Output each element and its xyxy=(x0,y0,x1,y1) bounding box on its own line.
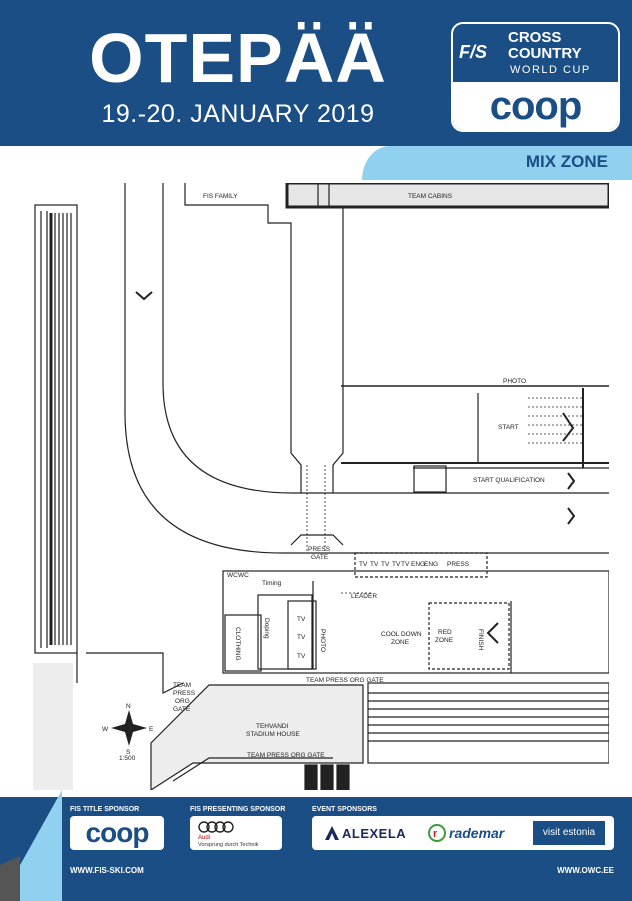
alexela-icon xyxy=(325,826,339,840)
label-stadium-house-2: STADIUM HOUSE xyxy=(246,731,300,738)
label-tv-4: TV xyxy=(392,561,401,568)
label-team-cabins: TEAM CABINS xyxy=(408,193,453,200)
audi-rings-icon xyxy=(198,821,234,833)
event-dates: 19.-20. JANUARY 2019 xyxy=(101,100,375,128)
label-gate-left-3: ORG xyxy=(175,698,190,705)
label-leader: LEADER xyxy=(351,593,377,600)
compass-icon: N S E W xyxy=(102,703,154,756)
label-start: START xyxy=(498,424,519,431)
label-team-press-org-gate-bottom: TEAM PRESS ORG GATE xyxy=(247,752,325,759)
label-clothing: CLOTHING xyxy=(234,627,241,661)
coop-logo: coop xyxy=(489,84,583,128)
venue-title: OTEPÄÄ xyxy=(89,19,387,97)
header-banner: OTEPÄÄ 19.-20. JANUARY 2019 F/S CROSS CO… xyxy=(0,0,632,146)
event-sponsors-label: EVENT SPONSORS xyxy=(312,806,377,813)
alexela-logo: ALEXELA xyxy=(342,826,407,841)
owc-website[interactable]: WWW.OWC.EE xyxy=(557,866,614,875)
logo-line-3: WORLD CUP xyxy=(510,64,591,76)
venue-map-drawing: FIS FAMILY TEAM CABINS PHOTO START START… xyxy=(33,183,609,790)
label-start-qualification: START QUALIFICATION xyxy=(473,477,545,484)
section-tab-label: MIX ZONE xyxy=(525,152,608,171)
label-finish: FINISH xyxy=(477,629,484,651)
label-press-gate-2: GATE xyxy=(311,554,329,561)
rademar-logo: rademar xyxy=(449,825,505,841)
map-scale: 1:500 xyxy=(119,755,136,762)
audi-tagline: Vorsprung durch Technik xyxy=(198,842,259,848)
title-sponsor-label: FIS TITLE SPONSOR xyxy=(70,806,140,813)
title-sponsor-logo-box: coop xyxy=(70,816,164,850)
logo-line-2: COUNTRY xyxy=(508,45,582,62)
compass-north: N xyxy=(126,703,131,710)
label-photo-top: PHOTO xyxy=(503,378,526,385)
label-eng-1: ENG xyxy=(411,561,425,568)
label-press-gate-1: PRESS xyxy=(308,546,331,553)
coop-logo-footer: coop xyxy=(85,817,150,848)
label-photo-side: PHOTO xyxy=(319,629,326,652)
label-tv-8: TV xyxy=(297,653,306,660)
label-timing: Timing xyxy=(262,580,282,587)
fis-logo-mark: F/S xyxy=(459,42,488,62)
logo-line-1: CROSS xyxy=(508,29,562,46)
label-gate-left-4: GATE xyxy=(173,706,191,713)
label-wc-1: WC xyxy=(227,572,238,579)
label-fis-family: FIS FAMILY xyxy=(203,193,238,200)
svg-text:r: r xyxy=(433,828,438,840)
label-tv-5: TV xyxy=(401,561,410,568)
label-wc-2: WC xyxy=(238,572,249,579)
label-tv-7: TV xyxy=(297,634,306,641)
label-red-zone-1: RED xyxy=(438,629,452,636)
audi-brand: Audi xyxy=(198,835,211,841)
fis-website[interactable]: WWW.FIS-SKI.COM xyxy=(70,866,144,875)
compass-east: E xyxy=(149,726,154,733)
presenting-sponsor-logo-box: Audi Vorsprung durch Technik xyxy=(190,816,282,850)
label-cool-down-2: ZONE xyxy=(391,639,410,646)
label-gate-left-1: TEAM xyxy=(173,682,191,689)
visit-estonia-logo: visit estonia xyxy=(533,821,605,845)
section-tab: MIX ZONE xyxy=(362,146,632,180)
cross-country-world-cup-logo: F/S CROSS COUNTRY WORLD CUP coop xyxy=(451,22,620,132)
label-press: PRESS xyxy=(447,561,470,568)
compass-south: S xyxy=(126,749,131,756)
label-gate-left-2: PRESS xyxy=(173,690,196,697)
footer-dark-wedge xyxy=(0,856,20,901)
label-red-zone-2: ZONE xyxy=(435,637,454,644)
grandstand xyxy=(34,204,78,654)
presenting-sponsor-label: FIS PRESENTING SPONSOR xyxy=(190,806,286,813)
label-tv-2: TV xyxy=(370,561,379,568)
label-tv-6: TV xyxy=(297,616,306,623)
compass-west: W xyxy=(102,726,109,733)
event-sponsors-logo-box: ALEXELA r rademar visit estonia xyxy=(312,816,614,850)
label-tv-1: TV xyxy=(359,561,368,568)
mix-zone-map: FIS FAMILY TEAM CABINS PHOTO START START… xyxy=(33,183,609,790)
label-team-press-org-gate-top: TEAM PRESS ORG GATE xyxy=(306,677,384,684)
rademar-icon: r xyxy=(428,824,446,842)
label-doping: Doping xyxy=(263,618,270,639)
label-cool-down-1: COOL DOWN xyxy=(381,631,422,638)
label-stadium-house-1: TEHVANDI xyxy=(256,723,289,730)
label-eng-2: ENG xyxy=(424,561,438,568)
label-tv-3: TV xyxy=(381,561,390,568)
